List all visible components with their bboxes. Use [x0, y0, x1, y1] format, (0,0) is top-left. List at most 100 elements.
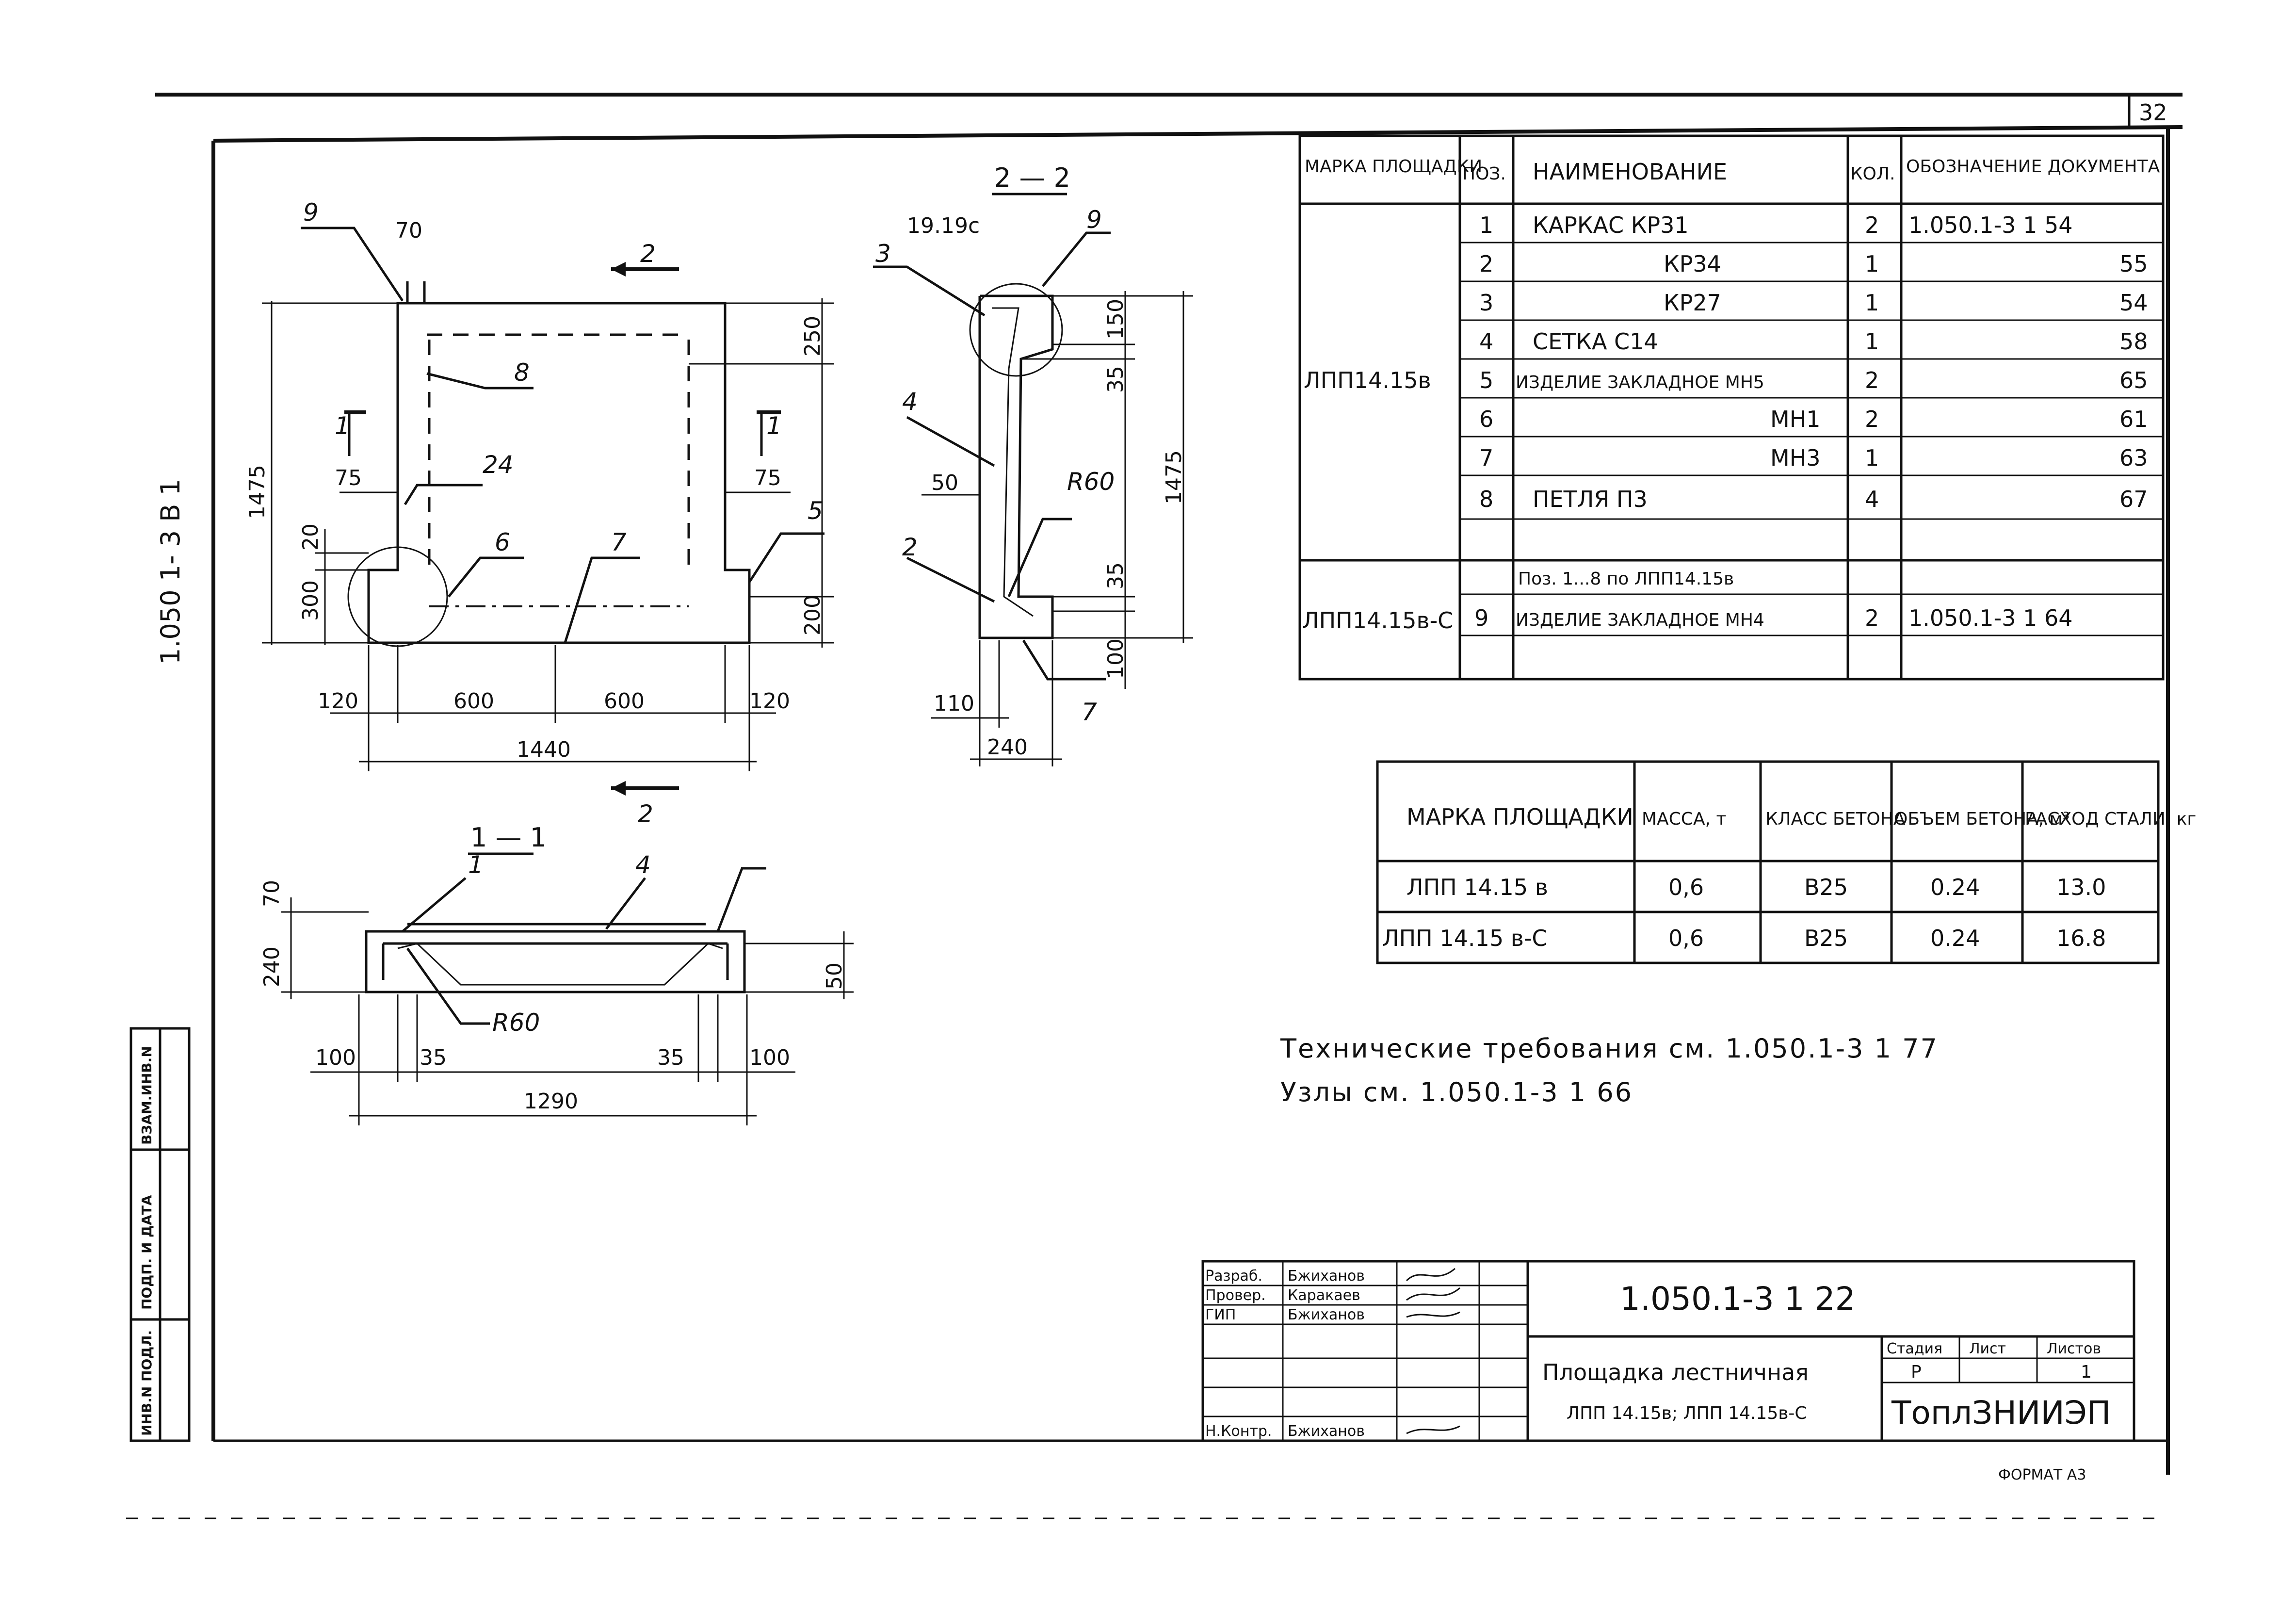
svg-text:1: 1 [1865, 328, 1879, 355]
svg-text:2: 2 [1865, 605, 1879, 631]
section-1-1: 1 — 1 1 4 70 240 50 R60 100 35 35 1 [259, 822, 854, 1125]
role-2: Провер. [1205, 1287, 1266, 1304]
spec-header-mark: МАРКА ПЛОЩАДКИ [1305, 157, 1482, 177]
svg-text:В25: В25 [1804, 925, 1848, 951]
plan-dim-70: 70 [395, 218, 422, 243]
sheet-frame [126, 93, 2183, 1519]
plan-mark-8: 8 [514, 358, 530, 387]
mass-header-mass: МАССА, т [1642, 809, 1726, 829]
section-2-2-mark-7: 7 [1082, 698, 1097, 726]
svg-text:1.050.1-3 1 54: 1.050.1-3 1 54 [1908, 212, 2073, 238]
svg-text:1: 1 [1865, 251, 1879, 277]
section-1-1-dim-100-right: 100 [749, 1045, 790, 1070]
spec-row: 8 ПЕТЛЯ П3 4 67 [1479, 486, 2148, 512]
plan-mark-24: 24 [483, 451, 514, 479]
spec-row: 7 МН3 1 63 [1479, 445, 2148, 471]
role-6: Н.Контр. [1205, 1423, 1272, 1440]
role-name-1: Бжиханов [1288, 1268, 1365, 1285]
section-1-1-mark-4: 4 [635, 851, 651, 879]
svg-text:6: 6 [1479, 406, 1493, 432]
svg-text:0.24: 0.24 [1930, 925, 1980, 951]
mass-header-mark: МАРКА ПЛОЩАДКИ [1407, 804, 1633, 830]
svg-text:65: 65 [2119, 367, 2148, 393]
svg-text:1: 1 [1479, 212, 1493, 238]
plan-dim-20: 20 [298, 523, 323, 551]
stage-label: Стадия [1887, 1340, 1942, 1357]
plan-dim-600-right: 600 [604, 689, 645, 714]
svg-text:КР27: КР27 [1664, 290, 1721, 316]
side-stamp-label-1: ВЗАМ.ИНВ.N [139, 1046, 155, 1145]
plan-dim-200: 200 [800, 595, 825, 635]
section-2-2-mark-9: 9 [1086, 206, 1102, 234]
svg-text:КАРКАС КР31: КАРКАС КР31 [1533, 212, 1689, 238]
plan-dim-1440: 1440 [517, 737, 571, 762]
section-2-2-dim-100: 100 [1103, 638, 1128, 679]
stage-value: Р [1911, 1362, 1922, 1382]
page-number: 32 [2139, 99, 2167, 126]
svg-text:5: 5 [1479, 367, 1493, 393]
role-name-2: Каракаев [1288, 1287, 1360, 1304]
svg-text:0,6: 0,6 [1668, 925, 1704, 951]
svg-text:67: 67 [2119, 486, 2148, 512]
svg-text:61: 61 [2119, 406, 2148, 432]
svg-text:В25: В25 [1804, 874, 1848, 900]
svg-text:0,6: 0,6 [1668, 874, 1704, 900]
svg-text:16.8: 16.8 [2056, 925, 2106, 951]
spec-row: 9 ИЗДЕЛИЕ ЗАКЛАДНОЕ МН4 2 1.050.1-3 1 64 [1474, 605, 2073, 631]
plan-mark-6: 6 [495, 528, 510, 556]
mass-row: ЛПП 14.15 в 0,6 В25 0.24 13.0 [1407, 874, 2106, 900]
mass-header-class: КЛАСС БЕТОНА [1765, 809, 1906, 829]
side-stamp-label-3: ИНВ.N ПОДЛ. [139, 1330, 155, 1436]
svg-text:7: 7 [1479, 445, 1493, 471]
signature [1406, 1268, 1460, 1434]
section-1-1-dim-35-left: 35 [420, 1045, 447, 1070]
svg-text:ЛПП 14.15 в: ЛПП 14.15 в [1407, 874, 1548, 900]
sheets-label: Листов [2047, 1340, 2101, 1357]
spec-row: 2 КР34 1 55 [1479, 251, 2148, 277]
section-1-1-dim-100-left: 100 [315, 1045, 356, 1070]
svg-text:54: 54 [2119, 290, 2148, 316]
svg-text:Поз. 1...8 по ЛПП14.15в: Поз. 1...8 по ЛПП14.15в [1518, 569, 1734, 589]
spec-header-doc: ОБОЗНАЧЕНИЕ ДОКУМЕНТА [1906, 157, 2160, 177]
svg-text:58: 58 [2119, 328, 2148, 355]
section-2-2-dim-150: 150 [1103, 299, 1128, 340]
svg-text:2: 2 [1865, 406, 1879, 432]
side-stamp: ВЗАМ.ИНВ.N ПОДП. И ДАТА ИНВ.N ПОДЛ. [129, 1027, 191, 1442]
section-1-1-dim-240: 240 [259, 946, 284, 987]
side-code: 1.050 1- 3 В 1 [155, 479, 186, 665]
section-2-2-mark-2: 2 [902, 533, 918, 561]
spec-row: 1 КАРКАС КР31 2 1.050.1-3 1 54 [1479, 212, 2073, 238]
plan-dim-1475: 1475 [245, 465, 270, 519]
note-tech-requirements: Технические требования см. 1.050.1-3 1 7… [1280, 1033, 1939, 1064]
title-name-line1: Площадка лестничная [1542, 1359, 1809, 1385]
title-block: 1.050.1-3 1 22 Площадка лестничная ЛПП 1… [1201, 1260, 2135, 1442]
svg-text:8: 8 [1479, 486, 1493, 512]
section-2-2-dim-110: 110 [934, 691, 974, 716]
section-2-2-mark-4: 4 [902, 388, 918, 416]
section-2-2-dim-35-top: 35 [1103, 366, 1128, 393]
plan-dim-75-right: 75 [754, 466, 781, 490]
plan-mark-9: 9 [303, 198, 319, 227]
section-1-1-dim-50: 50 [822, 962, 847, 990]
spec-row: 6 МН1 2 61 [1479, 406, 2148, 432]
spec-row: 3 КР27 1 54 [1479, 290, 2148, 316]
svg-text:ПЕТЛЯ П3: ПЕТЛЯ П3 [1533, 486, 1648, 512]
section-1-1-mark-1: 1 [468, 851, 484, 879]
svg-text:2: 2 [1865, 367, 1879, 393]
plan-dim-250: 250 [800, 316, 825, 357]
plan-section-1-left: 1 [335, 412, 350, 440]
plan-dim-75-left: 75 [335, 466, 362, 490]
spec-header-pos: ПОЗ. [1462, 164, 1506, 184]
mass-table: МАРКА ПЛОЩАДКИ МАССА, т КЛАСС БЕТОНА ОБЪ… [1376, 760, 2196, 964]
section-1-1-dim-70: 70 [259, 880, 284, 907]
svg-text:ИЗДЕЛИЕ ЗАКЛАДНОЕ МН4: ИЗДЕЛИЕ ЗАКЛАДНОЕ МН4 [1516, 610, 1764, 630]
mass-header-steel: РАСХОД СТАЛИ, кг [2025, 809, 2196, 829]
plan-view: 9 70 2 8 1 1 75 24 6 7 75 5 1475 250 20 … [245, 198, 834, 828]
svg-text:1: 1 [1865, 290, 1879, 316]
svg-text:13.0: 13.0 [2056, 874, 2106, 900]
svg-text:МН1: МН1 [1770, 406, 1821, 432]
svg-text:1.050.1-3 1 64: 1.050.1-3 1 64 [1908, 605, 2073, 631]
section-1-1-dim-1290: 1290 [524, 1089, 578, 1114]
plan-dim-120-right: 120 [749, 689, 790, 714]
